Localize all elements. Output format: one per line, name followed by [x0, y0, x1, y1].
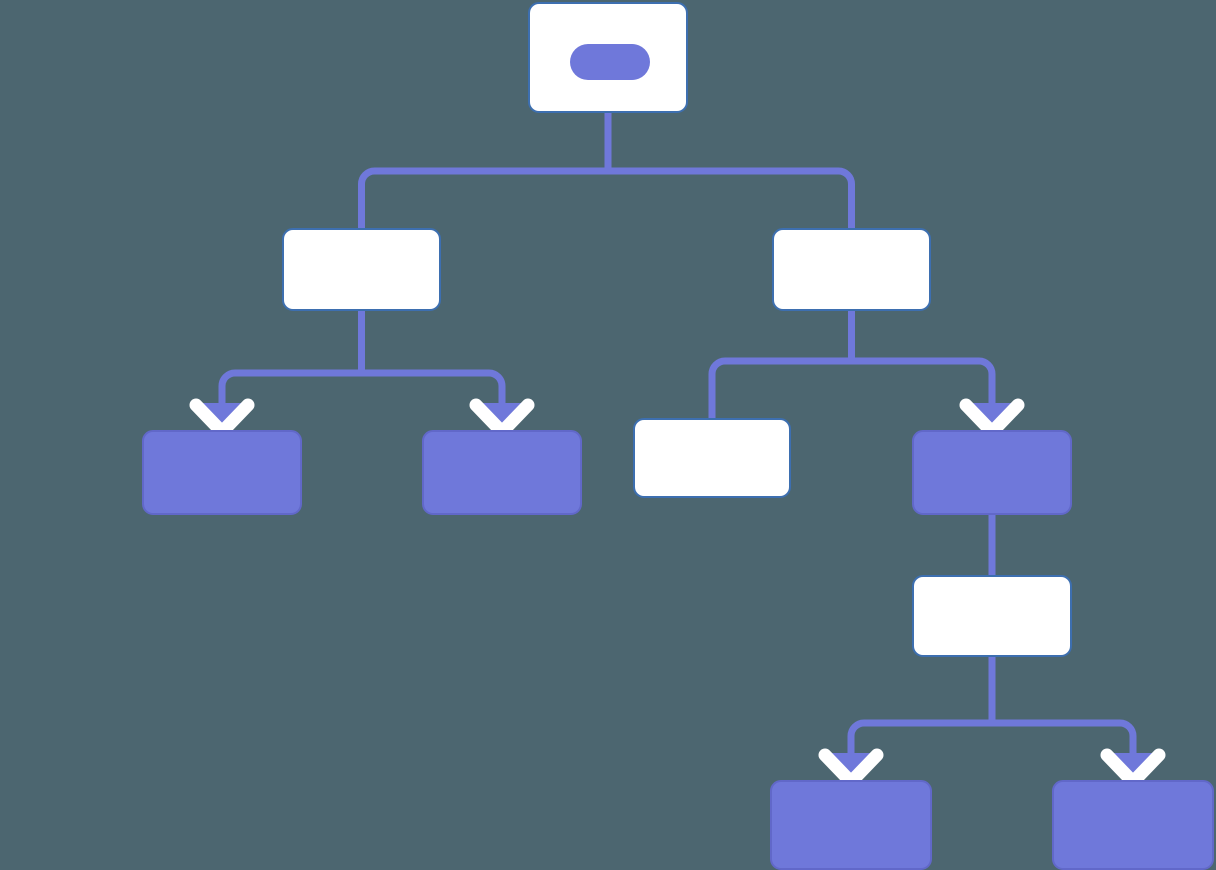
- arrow-chevron-level3-leaf-left-node: [189, 398, 255, 439]
- arrowhead-level5-leaf-left-node: [829, 753, 873, 782]
- arrowhead-level3-leaf-second-node: [480, 403, 524, 432]
- arrow-chevron-level5-leaf-left-node: [818, 748, 884, 789]
- root-node[interactable]: [528, 2, 688, 113]
- edge-level4-to-leaf-left: [847, 719, 992, 780]
- arrow-chevron-level3-branch-node: [959, 398, 1025, 439]
- arrow-chevron-level3-leaf-second-node: [469, 398, 535, 439]
- arrowhead-level3-leaf-left-node: [200, 403, 244, 432]
- edge-level2right-to-branch: [851, 357, 996, 430]
- arrowhead-level3-branch-node: [970, 403, 1014, 432]
- level3-leaf-left-node[interactable]: [142, 430, 302, 515]
- edge-level2left-to-leaf2: [361, 369, 506, 430]
- level3-leaf-second-node[interactable]: [422, 430, 582, 515]
- level2-left-node[interactable]: [282, 228, 441, 311]
- edge-level2right-to-white-leaf: [708, 357, 852, 418]
- level2-right-node[interactable]: [772, 228, 931, 311]
- level5-leaf-left-node[interactable]: [770, 780, 932, 870]
- level5-leaf-right-node[interactable]: [1052, 780, 1214, 870]
- edge-root-to-level2-right: [608, 167, 855, 228]
- arrowhead-level5-leaf-right-node: [1111, 753, 1155, 782]
- level3-branch-node[interactable]: [912, 430, 1072, 515]
- node-internal-connectors: [358, 74, 996, 645]
- level3-white-leaf-node[interactable]: [633, 418, 791, 498]
- edge-level4-to-leaf-right: [992, 719, 1137, 780]
- level4-node[interactable]: [912, 575, 1072, 657]
- edge-level2left-to-leaf1: [218, 369, 362, 430]
- arrow-chevron-level5-leaf-right-node: [1100, 748, 1166, 789]
- edge-root-to-level2-left: [358, 167, 608, 228]
- root-pill-badge: [570, 44, 650, 80]
